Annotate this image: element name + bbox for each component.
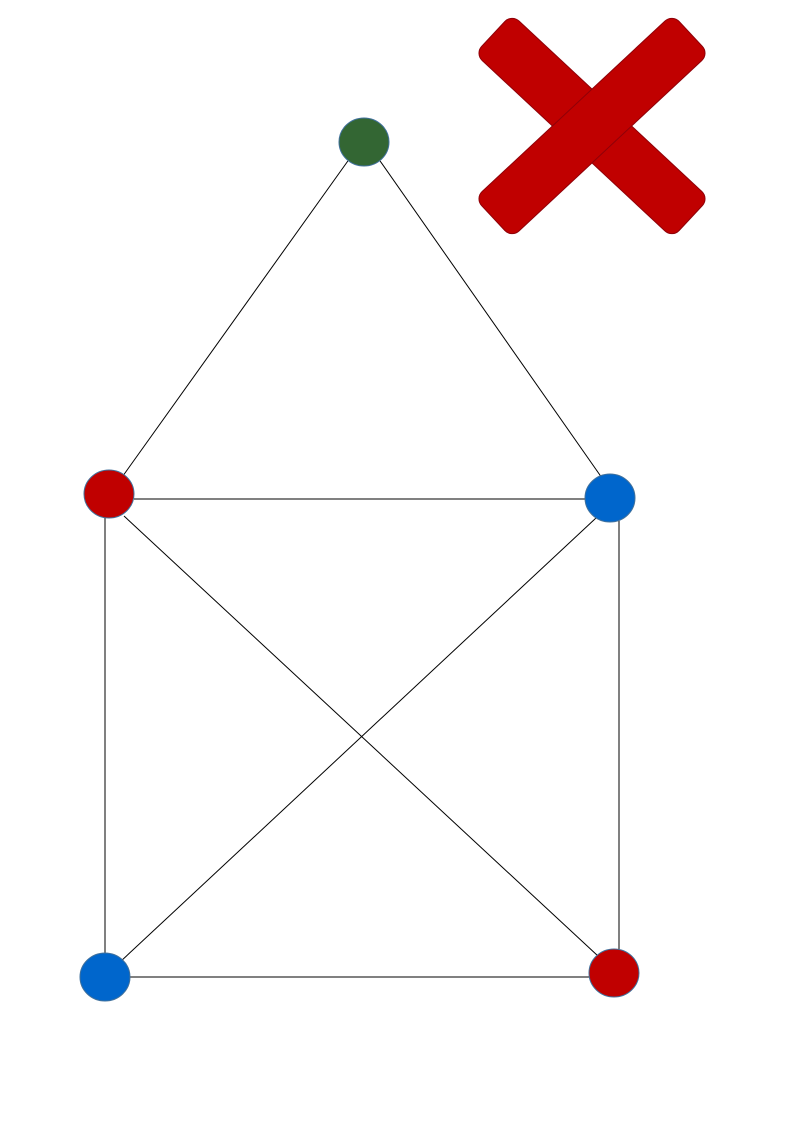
node-upper-right — [584, 473, 636, 523]
node-lower-right — [588, 948, 640, 998]
node-upper-left — [83, 469, 135, 519]
node-lower-left — [79, 952, 131, 1002]
cross-icon — [478, 17, 706, 235]
edges — [104, 157, 620, 978]
node-apex — [338, 117, 390, 167]
edge-apex-upper-left — [119, 157, 351, 481]
edge-upper-left-lower-right — [123, 515, 599, 957]
edge-apex-upper-right — [377, 157, 603, 479]
cross-bar — [478, 17, 706, 235]
nodes — [79, 117, 640, 1002]
edge-upper-right-lower-left — [119, 517, 597, 963]
